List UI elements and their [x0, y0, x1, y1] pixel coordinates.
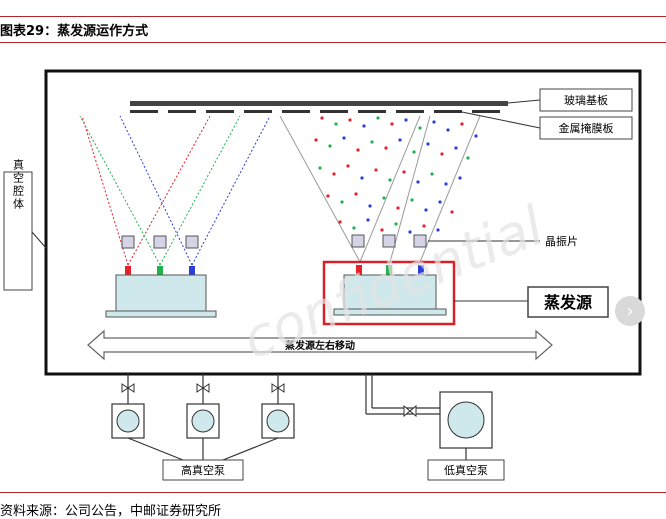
high-vacuum-pump-label-box [162, 459, 244, 481]
evaporation-source-highlight [322, 260, 456, 326]
vacuum-chamber-label: 真空腔体 [12, 158, 25, 211]
low-vacuum-valve [403, 404, 417, 418]
metal-mask-label-box [539, 116, 633, 140]
next-slide-button[interactable]: › [615, 296, 645, 326]
high-vacuum-pump-label: 高真空泵 [181, 463, 225, 477]
movement-double-arrow [87, 329, 553, 361]
glass-substrate-label-box [539, 88, 633, 112]
caption-bottom-rule [0, 42, 666, 43]
metal-mask-segments [130, 110, 500, 113]
figure-title: 图表29：蒸发源运作方式 [0, 24, 149, 39]
left-crystal-oscillators [121, 235, 199, 249]
high-vacuum-pump-units [111, 403, 295, 439]
evaporation-source-label-box [527, 286, 609, 318]
metal-mask-label: 金属掩膜板 [559, 121, 614, 135]
movement-label: 蒸发源左右移动 [285, 339, 355, 352]
high-vacuum-piping [127, 374, 279, 463]
low-vacuum-pump-label: 低真空泵 [444, 463, 488, 477]
caption-top-rule [0, 16, 666, 17]
vacuum-chamber-label-box [3, 171, 33, 291]
glass-substrate-plate [130, 101, 508, 106]
right-emission-cone [279, 115, 481, 263]
evaporated-particles [314, 116, 478, 234]
low-vacuum-pump-unit [439, 391, 493, 449]
high-vacuum-valves [121, 383, 285, 393]
right-evaporation-source [333, 265, 447, 316]
glass-substrate-label: 玻璃基板 [564, 93, 608, 107]
source-note: 资料来源：公司公告，中邮证券研究所 [0, 504, 222, 519]
chevron-right-icon: › [626, 300, 634, 322]
low-vacuum-pump-label-box [427, 459, 505, 481]
crystal-oscillator-label: 晶振片 [545, 234, 578, 248]
evaporation-source-label: 蒸发源 [544, 293, 592, 312]
left-emission-lines [79, 115, 271, 266]
footer-rule [0, 492, 666, 493]
right-crystal-oscillators [351, 234, 427, 248]
leader-lines [31, 99, 541, 302]
figure-caption: 图表29：蒸发源运作方式 [0, 0, 666, 43]
left-evaporation-source [105, 266, 217, 318]
